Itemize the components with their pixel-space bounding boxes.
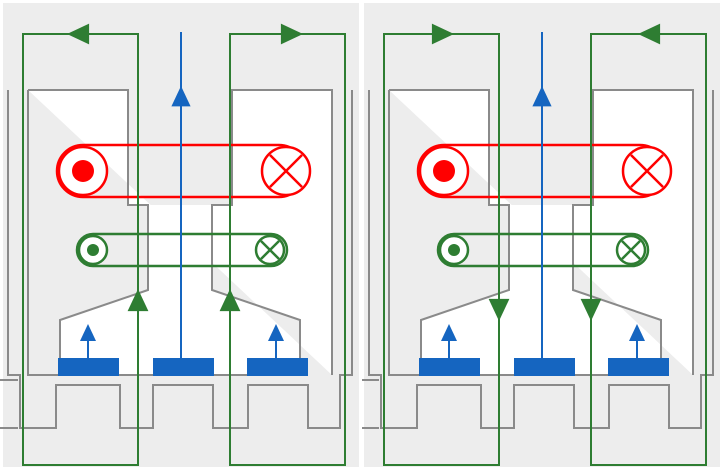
dot-icon <box>72 160 94 182</box>
magnet-block-1 <box>419 358 480 376</box>
triangle-arrow-icon <box>80 324 96 341</box>
dot-icon <box>448 244 460 256</box>
cross-icon <box>260 240 280 260</box>
cross-icon <box>269 154 303 188</box>
triangle-arrow-icon <box>431 23 454 45</box>
flux-loop-left <box>22 33 139 466</box>
flux-loop-right <box>590 33 707 466</box>
core-left-leg <box>388 90 421 376</box>
magnet-block-3 <box>247 358 308 376</box>
panel-left <box>0 3 359 467</box>
triangle-arrow-icon <box>532 86 552 107</box>
magnet-block-2 <box>153 358 214 376</box>
triangle-arrow-icon <box>127 289 149 312</box>
flux-loop-right <box>229 33 346 466</box>
triangle-arrow-icon <box>488 298 510 321</box>
flux-loop-left <box>383 33 500 466</box>
triangle-arrow-icon <box>268 324 284 341</box>
triangle-arrow-icon <box>441 324 457 341</box>
triangle-arrow-icon <box>67 23 90 45</box>
triangle-arrow-icon <box>638 23 661 45</box>
magnet-block-3 <box>608 358 669 376</box>
panel-right <box>361 3 720 467</box>
core-outline <box>7 90 353 429</box>
triangle-arrow-icon <box>580 298 602 321</box>
dot-icon <box>433 160 455 182</box>
magnet-block-2 <box>514 358 575 376</box>
dot-icon <box>87 244 99 256</box>
cross-icon <box>630 154 664 188</box>
core-outline <box>368 90 714 429</box>
core-left-leg <box>27 90 60 376</box>
triangle-arrow-icon <box>171 86 191 107</box>
cross-icon <box>621 240 641 260</box>
triangle-arrow-icon <box>629 324 645 341</box>
triangle-arrow-icon <box>219 289 241 312</box>
triangle-arrow-icon <box>280 23 303 45</box>
core-edge-lines <box>0 379 18 429</box>
core-edge-lines <box>361 379 379 429</box>
magnet-block-1 <box>58 358 119 376</box>
